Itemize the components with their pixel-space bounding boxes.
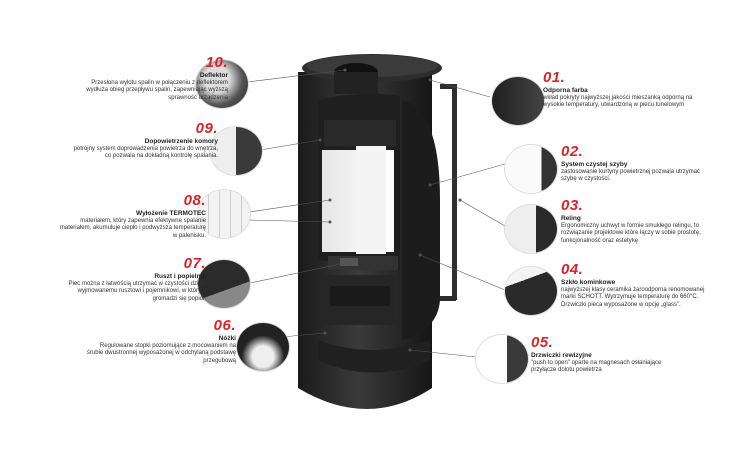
callout-title: Wyłożenie TERMOTEC	[136, 210, 206, 217]
paint-detail-image	[492, 77, 544, 125]
clean-glass-detail-image	[505, 145, 557, 193]
air-supply-detail-image	[210, 127, 262, 175]
callout-deflector: 10. Deflektor Przesłona wylotu spalin w …	[78, 55, 228, 102]
callout-number: 06.	[213, 317, 236, 334]
callout-inspection-door: 05. Drzwiczki rewizyjne "push to open" o…	[531, 335, 681, 375]
callout-reling: 03. Reling Ergonomiczny uchwyt w formie …	[561, 198, 711, 245]
callout-number: 09.	[195, 120, 218, 137]
callout-air-supply: 09. Dopowietrzenie komory potrójny syste…	[68, 121, 218, 161]
callout-description: Ergonomiczny uchwyt w formie smukłego re…	[561, 223, 701, 244]
callout-title: Nóżki	[218, 335, 236, 342]
callout-termotec-lining: 08. Wyłożenie TERMOTEC materiałem, który…	[56, 193, 206, 240]
callout-description: zastosowanie kurtyny powietrznej pozwala…	[561, 169, 701, 183]
callout-title: Ruszt i popielnik	[154, 273, 206, 280]
callout-description: "push to open" oparte na magnesach osłan…	[531, 360, 662, 374]
callout-title: Deflektor	[199, 72, 228, 79]
deflector-detail-image	[196, 60, 248, 108]
callout-title: Odporna farba	[543, 87, 588, 94]
callout-description: potrójny system doprowadzenia powietrza …	[73, 146, 218, 160]
feet-detail-image	[237, 323, 289, 371]
inspection-door-detail-image	[476, 335, 528, 383]
callout-clean-glass: 02. System czystej szyby zastosowanie ku…	[561, 144, 711, 184]
termotec-lining-detail-image	[198, 190, 250, 238]
callout-title: Szkło kominkowe	[561, 279, 616, 286]
callout-number: 05.	[531, 334, 554, 351]
callout-title: Reling	[561, 215, 581, 222]
callout-description: Regulowane stopki poziomujące z mocowani…	[86, 343, 236, 364]
callout-description: materiałem, który zapewnia efektywne spa…	[59, 218, 206, 239]
callout-fireplace-glass: 04. Szkło kominkowe najwyższej klasy cer…	[561, 262, 711, 309]
callout-description: najwyższej klasy ceramika żaroodporna re…	[561, 287, 705, 308]
reling-handle-detail-image	[505, 205, 557, 253]
callout-number: 07.	[183, 255, 206, 272]
callout-title: Dopowietrzenie komory	[144, 138, 218, 145]
callout-number: 10.	[205, 54, 228, 71]
callout-number: 01.	[543, 69, 566, 86]
callout-title: Drzwiczki rewizyjne	[531, 352, 592, 359]
callout-number: 04.	[561, 261, 584, 278]
callout-number: 08.	[183, 192, 206, 209]
callout-description: Przesłona wylotu spalin w połączeniu z d…	[86, 80, 228, 101]
callout-description: wkład pokryty najwyższej jakości mieszan…	[543, 95, 693, 109]
callout-description: Piec można z łatwością utrzymać w czysto…	[68, 281, 206, 302]
callout-number: 03.	[561, 197, 584, 214]
fireplace-glass-detail-image	[505, 267, 557, 315]
grate-ashpan-detail-image	[198, 260, 250, 308]
callout-paint: 01. Odporna farba wkład pokryty najwyższ…	[543, 70, 693, 110]
callout-feet: 06. Nóżki Regulowane stopki poziomujące …	[86, 318, 236, 365]
callout-number: 02.	[561, 143, 584, 160]
callout-grate-ashpan: 07. Ruszt i popielnik Piec można z łatwo…	[56, 256, 206, 303]
callout-title: System czystej szyby	[561, 161, 628, 168]
